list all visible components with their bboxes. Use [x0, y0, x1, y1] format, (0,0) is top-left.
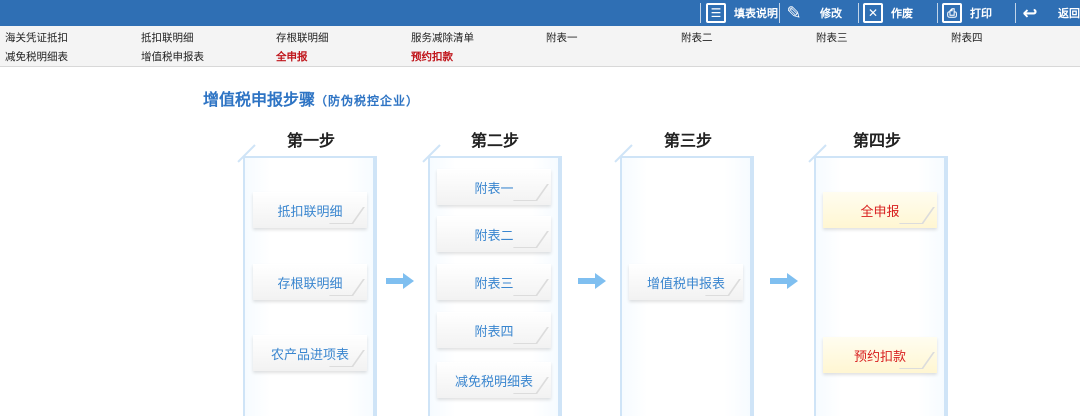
void-label: 作废	[891, 7, 913, 20]
step-4-heading: 第四步	[852, 131, 901, 150]
toolbar-separator	[779, 3, 780, 23]
toolbar-separator	[858, 3, 859, 23]
document-icon: ☰	[706, 3, 726, 23]
step-1-heading: 第一步	[286, 131, 335, 150]
deduction-detail-card[interactable]: 抵扣联明细	[253, 192, 367, 228]
page-title-text: 增值税申报步骤	[203, 90, 316, 109]
step-2-heading: 第二步	[470, 131, 519, 150]
print-label: 打印	[970, 7, 992, 20]
scheduled-deduction-card[interactable]: 预约扣款	[823, 337, 937, 373]
step-3-heading: 第三步	[663, 131, 712, 150]
menu-item-scheduled-deduction[interactable]: 预约扣款	[411, 51, 453, 63]
pencil-icon: ✎	[786, 2, 802, 24]
back-button[interactable]: ↩ 返回	[1020, 0, 1080, 26]
menu-item-deduction-detail[interactable]: 抵扣联明细	[141, 32, 194, 44]
arrow-right-icon	[578, 273, 606, 289]
menu-item-stub-detail[interactable]: 存根联明细	[276, 32, 329, 44]
toolbar-separator	[1015, 3, 1016, 23]
menu-item-customs-voucher[interactable]: 海关凭证抵扣	[5, 32, 68, 44]
fill-guide-label: 填表说明	[734, 7, 778, 20]
schedule-1-card[interactable]: 附表一	[437, 169, 551, 205]
top-toolbar: ☰ 填表说明 ✎ 修改 ✕ 作废 ⎙ 打印 ↩ 返回	[0, 0, 1080, 26]
back-label: 返回	[1058, 7, 1080, 20]
menu-item-full-declaration[interactable]: 全申报	[276, 51, 308, 63]
fill-guide-button[interactable]: ☰ 填表说明	[706, 0, 778, 26]
schedule-3-card[interactable]: 附表三	[437, 264, 551, 300]
void-button[interactable]: ✕ 作废	[863, 0, 913, 26]
page-title: 增值税申报步骤（防伪税控企业）	[203, 86, 419, 110]
back-arrow-icon: ↩	[1022, 2, 1038, 24]
menu-item-service-deduction[interactable]: 服务减除清单	[411, 32, 474, 44]
printer-icon: ⎙	[942, 3, 962, 23]
modify-label: 修改	[820, 7, 842, 20]
menu-item-schedule-4[interactable]: 附表四	[951, 32, 983, 44]
arrow-right-icon	[386, 273, 414, 289]
print-button[interactable]: ⎙ 打印	[942, 0, 992, 26]
schedule-2-card[interactable]: 附表二	[437, 216, 551, 252]
page-subtitle: （防伪税控企业）	[315, 94, 420, 108]
stub-detail-card[interactable]: 存根联明细	[253, 264, 367, 300]
menu-bar: 海关凭证抵扣 抵扣联明细 存根联明细 服务减除清单 附表一 附表二 附表三 附表…	[0, 26, 1080, 67]
menu-item-schedule-1[interactable]: 附表一	[546, 32, 578, 44]
menu-item-schedule-3[interactable]: 附表三	[816, 32, 848, 44]
vat-return-card[interactable]: 增值税申报表	[629, 264, 743, 300]
toolbar-separator	[700, 3, 701, 23]
void-document-icon: ✕	[863, 3, 883, 23]
menu-item-vat-return[interactable]: 增值税申报表	[141, 51, 204, 63]
full-declaration-card[interactable]: 全申报	[823, 192, 937, 228]
toolbar-separator	[937, 3, 938, 23]
menu-item-tax-exemption[interactable]: 减免税明细表	[5, 51, 68, 63]
agri-input-card[interactable]: 农产品进项表	[253, 335, 367, 371]
arrow-right-icon	[770, 273, 798, 289]
schedule-4-card[interactable]: 附表四	[437, 312, 551, 348]
tax-exemption-card[interactable]: 减免税明细表	[437, 362, 551, 398]
modify-button[interactable]: ✎ 修改	[784, 0, 842, 26]
menu-item-schedule-2[interactable]: 附表二	[681, 32, 713, 44]
